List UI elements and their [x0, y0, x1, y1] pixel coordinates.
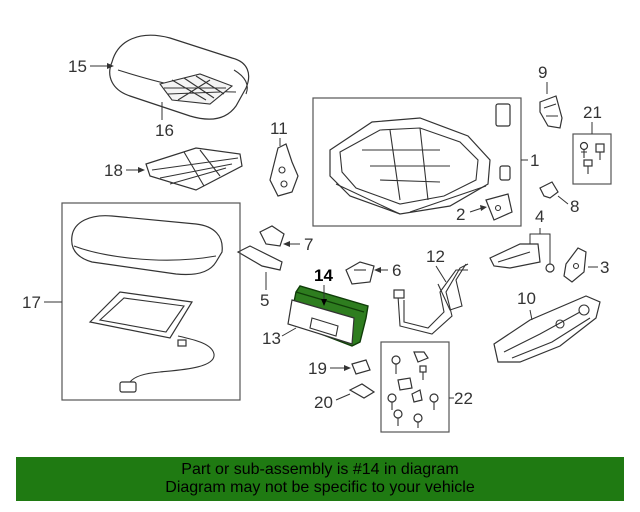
plate-2[interactable]	[485, 193, 513, 221]
callout-4: 4	[535, 207, 544, 226]
callout-8: 8	[570, 197, 579, 216]
screws-21[interactable]	[579, 141, 605, 175]
screw-box-21	[572, 133, 612, 185]
callout-11: 11	[270, 119, 288, 138]
bracket-7[interactable]	[259, 225, 285, 247]
callout-13: 13	[262, 329, 281, 348]
callout-15: 15	[68, 57, 87, 76]
arrow-15	[107, 63, 114, 69]
trim-cover-9[interactable]	[539, 95, 563, 129]
frame-box	[312, 97, 522, 227]
callout-7: 7	[304, 235, 313, 254]
leader-10	[529, 309, 533, 321]
callout-14: 14	[314, 266, 333, 285]
cover-6[interactable]	[345, 261, 375, 285]
callout-12: 12	[426, 247, 445, 266]
arrow-18	[138, 167, 145, 173]
callout-9: 9	[538, 63, 547, 82]
leader-2	[469, 207, 483, 213]
callout-16: 16	[155, 121, 174, 140]
callout-18: 18	[104, 161, 123, 180]
side-cover-4[interactable]	[489, 243, 555, 273]
callout-19: 19	[308, 359, 327, 378]
leader-12	[435, 265, 447, 283]
callout-1: 1	[530, 151, 539, 170]
leader-8	[557, 195, 569, 205]
seat-frame-1[interactable]	[329, 103, 511, 215]
leader-13	[281, 327, 297, 337]
cable-12[interactable]	[393, 263, 469, 335]
bracket-3[interactable]	[563, 247, 587, 283]
arrow-2	[480, 205, 487, 211]
storage-tray-14[interactable]	[287, 285, 369, 347]
banner-line-2: Diagram may not be specific to your vehi…	[165, 479, 475, 496]
callout-17: 17	[22, 293, 41, 312]
bracket-11[interactable]	[269, 143, 299, 197]
arrow-14	[321, 299, 327, 306]
callout-3: 3	[600, 258, 609, 277]
side-shield-10[interactable]	[493, 295, 601, 363]
hardware-box-22	[380, 341, 450, 433]
parts-diagram: 15 16 18 11 1 2 9	[22, 34, 612, 433]
seat-pad-18[interactable]	[145, 147, 243, 191]
clip-8[interactable]	[539, 181, 559, 199]
seat-heater-pad[interactable]	[88, 291, 215, 393]
clip-19[interactable]	[351, 359, 371, 375]
arrow-6	[374, 267, 381, 273]
seat-cushion-top-part[interactable]	[109, 34, 250, 120]
leader-4	[529, 228, 551, 264]
callout-20: 20	[314, 393, 333, 412]
leader-20	[335, 393, 351, 401]
arrow-19	[344, 365, 351, 371]
callout-2: 2	[456, 205, 465, 224]
seat-cushion-17[interactable]	[71, 215, 223, 276]
arrow-7	[283, 241, 290, 247]
callout-10: 10	[517, 289, 536, 308]
callout-22: 22	[454, 389, 473, 408]
info-banner: Part or sub-assembly is #14 in diagram D…	[16, 457, 624, 501]
bracket-5[interactable]	[236, 245, 283, 271]
callout-5: 5	[260, 291, 269, 310]
clip-20[interactable]	[348, 383, 376, 399]
hardware-22[interactable]	[387, 351, 439, 428]
banner-line-1: Part or sub-assembly is #14 in diagram	[181, 461, 459, 478]
callout-21: 21	[583, 103, 602, 122]
callout-6: 6	[392, 261, 401, 280]
